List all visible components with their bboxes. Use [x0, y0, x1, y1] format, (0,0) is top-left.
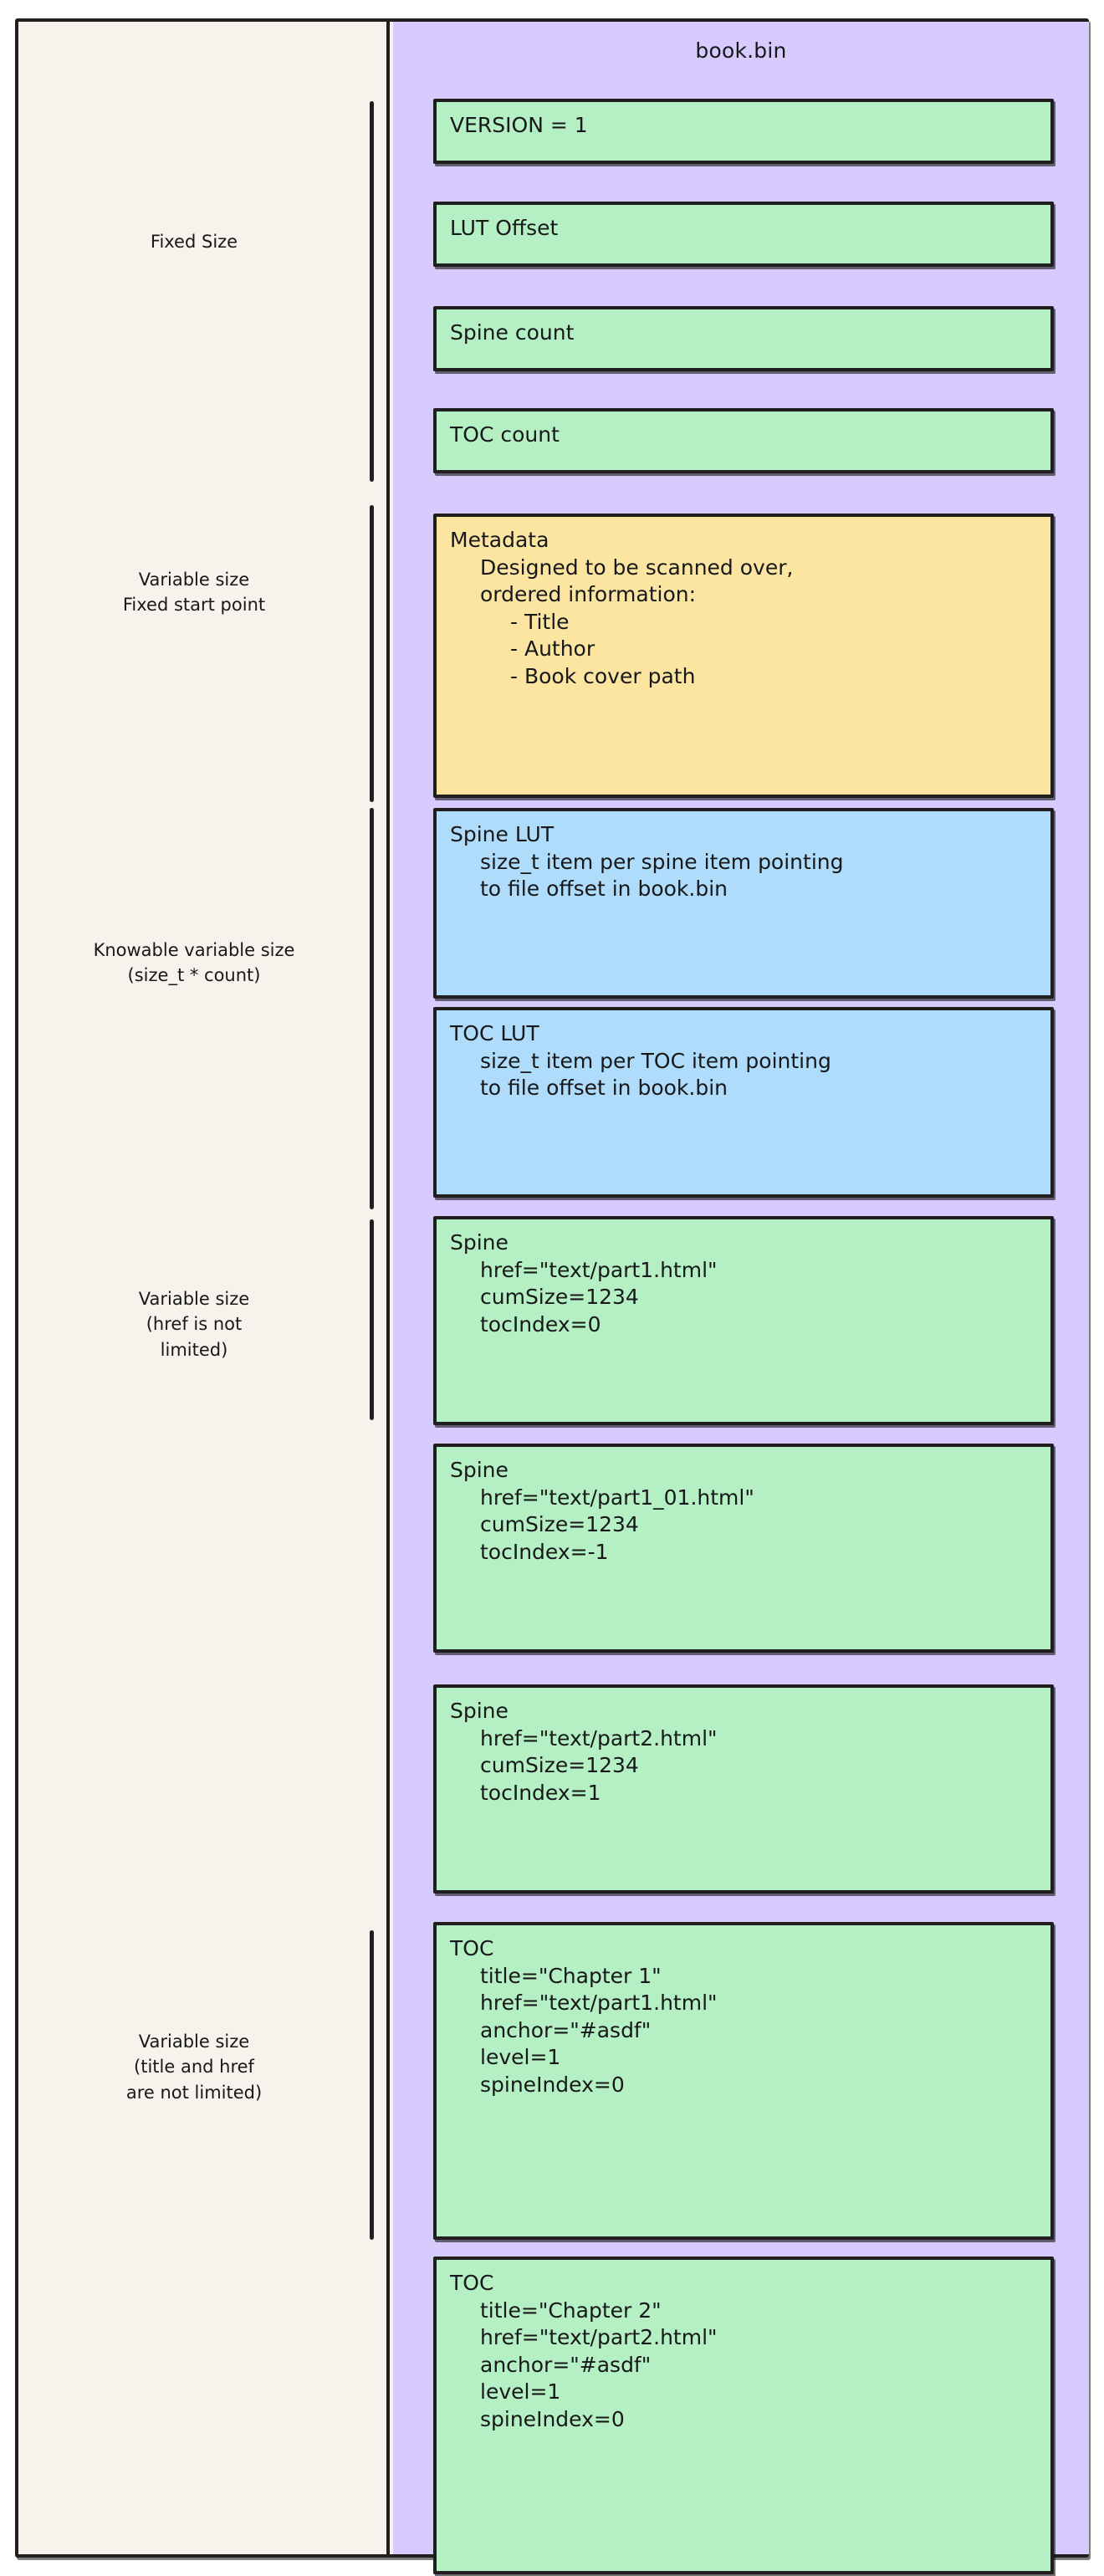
record-line: cumSize=1234: [480, 1753, 639, 1777]
record-header: Spine: [450, 1458, 509, 1482]
record-line: href="text/part1.html": [480, 1991, 718, 2015]
record-toc-count: TOC count: [433, 408, 1054, 473]
record-line: tocIndex=-1: [480, 1539, 609, 1564]
record-version: VERSION = 1: [433, 99, 1054, 164]
record-lut-offset: LUT Offset: [433, 202, 1054, 267]
record-line: cumSize=1234: [480, 1512, 639, 1536]
record-line: to file offset in book.bin: [480, 1076, 728, 1100]
record-line: spineIndex=0: [480, 2072, 625, 2097]
file-title: book.bin: [695, 38, 787, 63]
record-toc-lut: TOC LUT size_t item per TOC item pointing…: [433, 1007, 1054, 1198]
group-label-3: Variable size (href is not limited): [138, 1289, 250, 1360]
record-header: TOC count: [450, 422, 560, 447]
record-header: Spine: [450, 1699, 509, 1723]
record-line: href="text/part1_01.html": [480, 1485, 754, 1510]
record-line: level=1: [480, 2379, 561, 2404]
record-toc-1: TOC title="Chapter 1" href="text/part1.htm…: [433, 1922, 1054, 2240]
record-line: href="text/part2.html": [480, 2325, 718, 2349]
record-line: tocIndex=1: [480, 1780, 601, 1805]
group-label-4: Variable size (title and href are not li…: [125, 2032, 263, 2103]
record-header: Spine count: [450, 320, 575, 345]
record-line: size_t item per TOC item pointing: [480, 1048, 831, 1073]
record-line: - Title: [510, 609, 570, 634]
record-header: Spine: [450, 1230, 509, 1255]
record-header: Spine LUT: [450, 822, 555, 846]
record-line: tocIndex=0: [480, 1311, 601, 1337]
record-header: TOC: [450, 1936, 494, 1960]
record-line: title="Chapter 2": [480, 2297, 662, 2323]
record-line: to file offset in book.bin: [480, 877, 728, 901]
record-line: level=1: [480, 2045, 561, 2069]
record-line: - Author: [510, 636, 595, 661]
group-label-0: Fixed Size: [150, 232, 238, 252]
record-line: anchor="#asdf": [480, 2352, 652, 2377]
group-bracket-4: [370, 1930, 374, 2240]
record-line: title="Chapter 1": [480, 1963, 662, 1988]
record-line: Designed to be scanned over,: [480, 555, 794, 580]
record-line: href="text/part1.html": [480, 1257, 718, 1282]
record-header: VERSION = 1: [450, 113, 588, 137]
record-spine-2: Spine href="text/part1_01.html"cumSize=12…: [433, 1444, 1054, 1653]
group-label-1: Variable size Fixed start point: [122, 570, 266, 616]
record-line: href="text/part2.html": [480, 1725, 718, 1751]
record-line: anchor="#asdf": [480, 2017, 652, 2042]
record-spine-lut: Spine LUT size_t item per spine item poin…: [433, 808, 1054, 999]
record-line: size_t item per spine item pointing: [480, 849, 844, 874]
record-line: cumSize=1234: [480, 1285, 639, 1309]
group-bracket-0: [370, 101, 374, 482]
group-label-2: Knowable variable size (size_t * count): [93, 940, 295, 986]
record-line: - Book cover path: [510, 663, 696, 688]
record-header: TOC LUT: [450, 1021, 539, 1045]
record-header: TOC: [450, 2271, 494, 2295]
record-header: Metadata: [450, 528, 549, 552]
group-bracket-1: [370, 505, 374, 802]
record-header: LUT Offset: [450, 216, 559, 240]
record-line: ordered information:: [480, 582, 697, 606]
group-bracket-2: [370, 808, 374, 1209]
group-bracket-3: [370, 1219, 374, 1420]
record-line: spineIndex=0: [480, 2406, 625, 2431]
record-spine-count: Spine count: [433, 306, 1054, 371]
